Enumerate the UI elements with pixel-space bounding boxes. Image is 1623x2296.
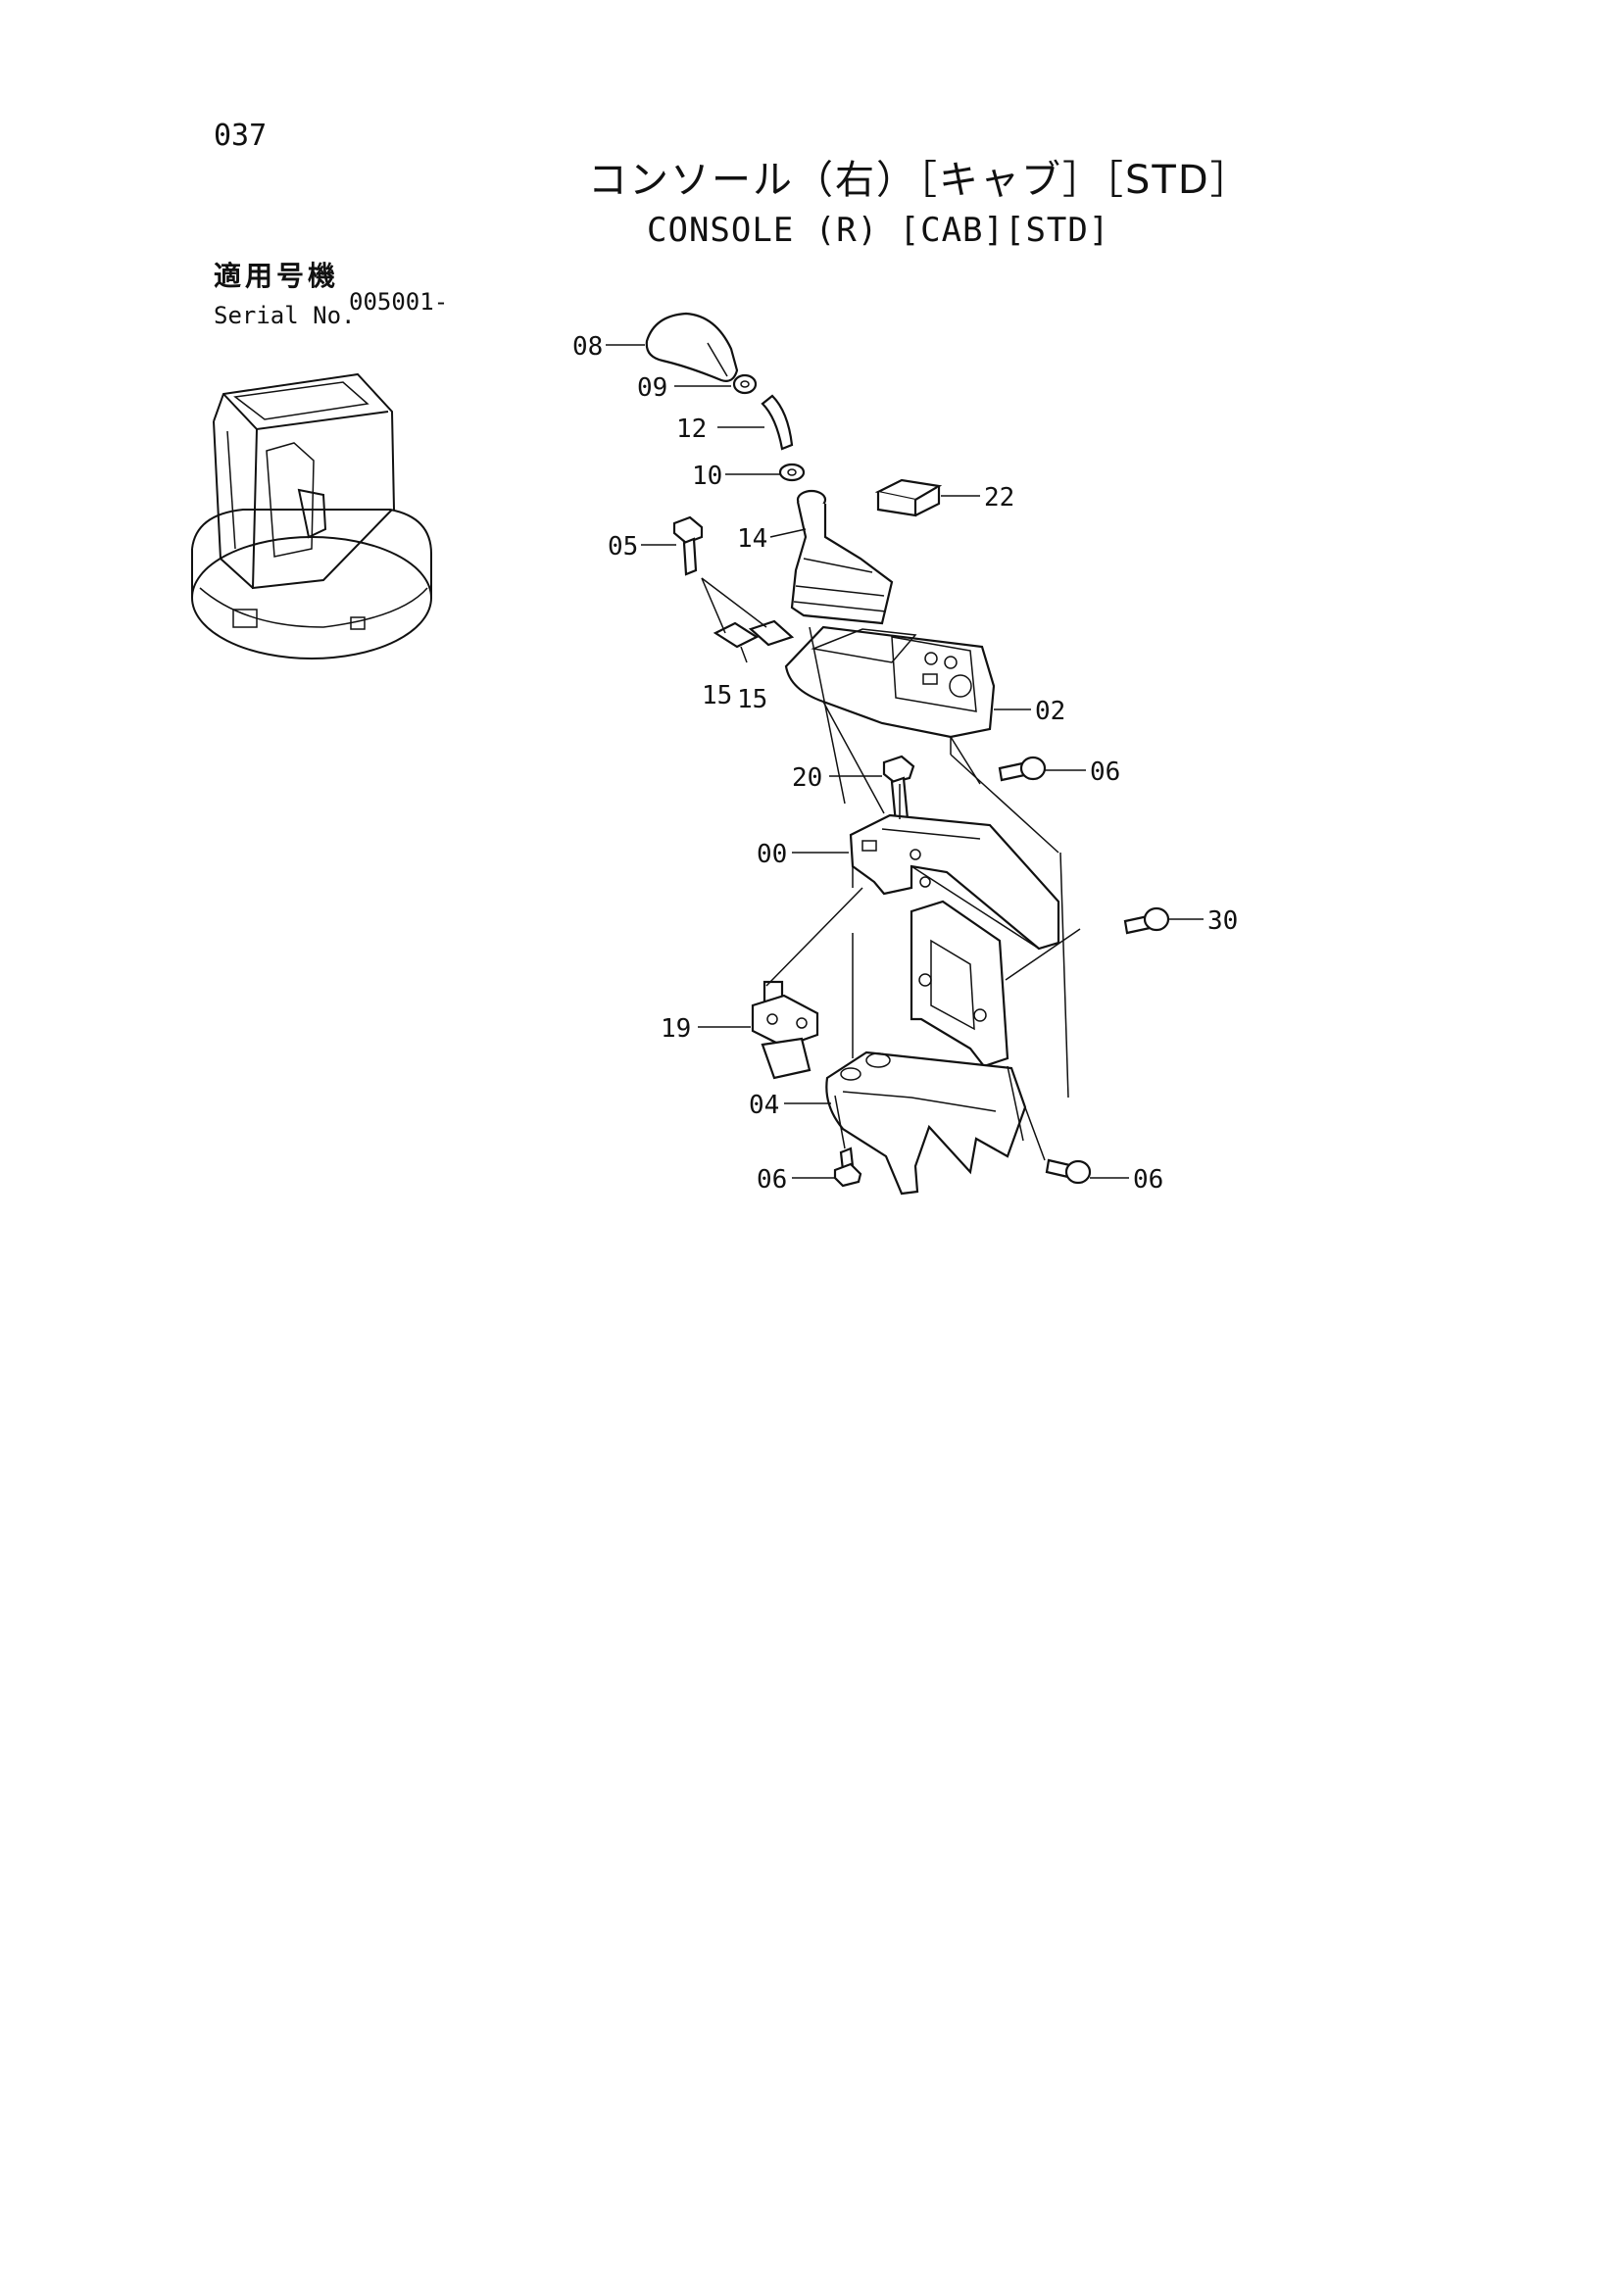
bolt-part-05 <box>672 515 704 576</box>
grip-part <box>645 312 739 382</box>
callout-09: 09 <box>637 373 667 403</box>
page-title-english: CONSOLE (R) [CAB][STD] <box>647 211 1110 250</box>
callout-06-b: 06 <box>757 1165 787 1195</box>
lower-cover-part <box>825 1050 1027 1196</box>
page-title-japanese: コンソール（右）［キャブ］［STD］ <box>588 158 1252 203</box>
callout-19: 19 <box>661 1014 691 1044</box>
callout-leaders <box>606 344 1204 1179</box>
bracket-part <box>910 900 1009 1068</box>
lever-rod-part <box>761 394 794 451</box>
callout-05: 05 <box>608 532 638 562</box>
console-frame-part <box>849 813 1060 951</box>
callout-02: 02 <box>1035 697 1065 726</box>
label-plate-part <box>874 478 943 517</box>
serial-number-value: 005001- <box>349 288 449 316</box>
callout-30: 30 <box>1207 906 1238 936</box>
cab-thumbnail-illustration <box>191 372 432 659</box>
screw-part-06-a <box>998 756 1047 782</box>
callout-04: 04 <box>749 1091 779 1120</box>
switch-part <box>751 980 819 1080</box>
screw-part-06-c <box>1045 1158 1092 1185</box>
callout-20: 20 <box>792 763 822 793</box>
upper-cover-part <box>784 625 1059 854</box>
page-number: 037 <box>214 119 268 153</box>
console-exploded-drawing <box>645 312 1170 1196</box>
callout-08: 08 <box>572 332 603 362</box>
serial-label-japanese: 適用号機 <box>214 260 340 292</box>
plate-parts-15 <box>701 577 795 663</box>
boot-part <box>790 489 894 625</box>
callout-22: 22 <box>984 483 1014 513</box>
serial-label-english: Serial No. <box>214 302 356 329</box>
callout-15-a: 15 <box>702 681 732 710</box>
screw-part-06-b <box>833 1147 862 1188</box>
callout-15-b: 15 <box>737 685 767 714</box>
callout-06-a: 06 <box>1090 757 1120 787</box>
callout-06-c: 06 <box>1133 1165 1163 1195</box>
nut-part-09 <box>732 373 758 395</box>
bolt-part-20 <box>882 755 915 825</box>
callout-labels: 08 09 12 10 22 14 05 15 15 02 06 20 00 3… <box>572 332 1238 1195</box>
callout-00: 00 <box>757 840 787 869</box>
callout-10: 10 <box>692 462 722 491</box>
callout-12: 12 <box>676 415 707 444</box>
bolt-part-30 <box>1123 906 1170 935</box>
assembly-guide-lines <box>765 626 1081 1161</box>
callout-14: 14 <box>737 524 767 554</box>
nut-part-10 <box>778 463 806 482</box>
